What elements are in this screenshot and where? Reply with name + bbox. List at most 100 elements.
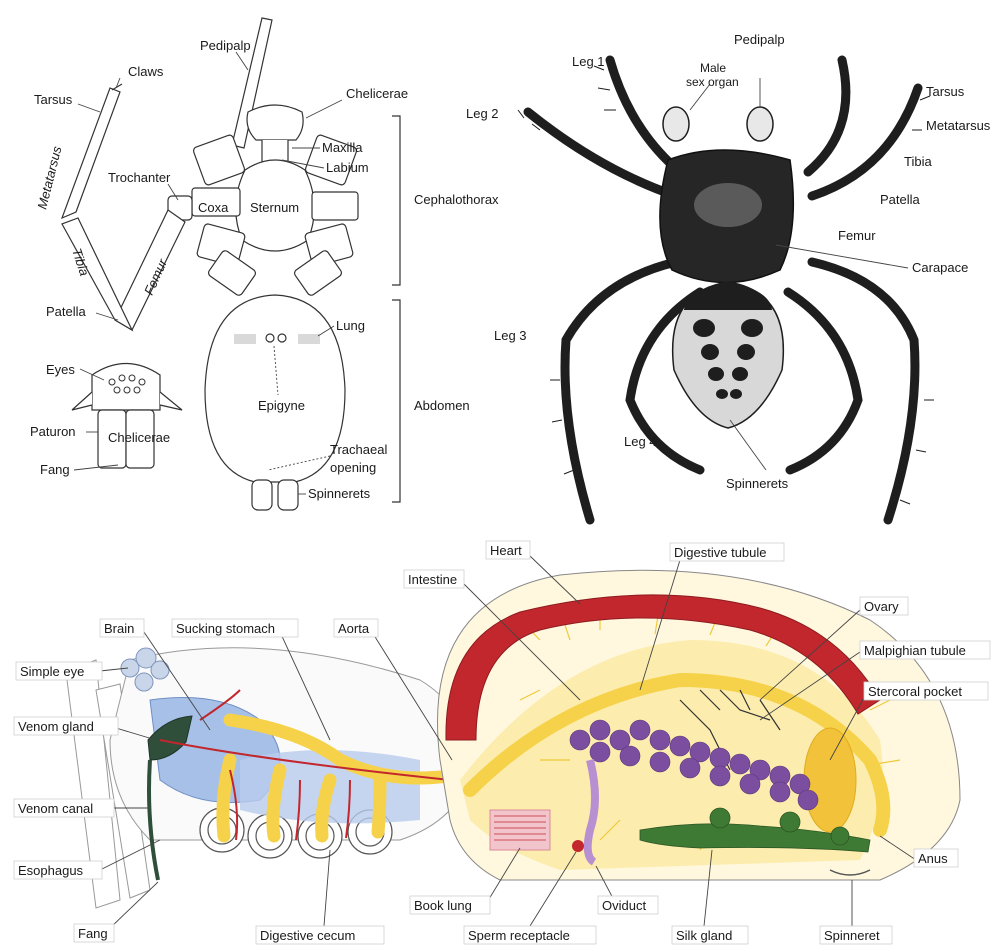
label-paturon: Paturon — [30, 424, 76, 439]
label-trachaeal-2: opening — [330, 460, 376, 475]
dlabel-leg1: Leg 1 — [572, 54, 605, 69]
svg-text:Book lung: Book lung — [414, 898, 472, 913]
metatarsus-shape — [62, 88, 120, 218]
ventral-view: Pedipalp Claws Tarsus Metatarsus Chelice… — [30, 18, 499, 510]
lung-right — [298, 334, 320, 344]
ileader-digestive-cecum — [324, 850, 330, 926]
lung-left — [234, 334, 256, 344]
label-heart: Heart — [486, 541, 530, 559]
dorsal-view: Leg 1 Leg 2 Leg 3 Leg 4 Pedipalp Male se… — [466, 32, 991, 520]
label-intestine: Intestine — [404, 570, 464, 588]
svg-text:Malpighian tubule: Malpighian tubule — [864, 643, 966, 658]
label-patella: Patella — [46, 304, 87, 319]
svg-text:Brain: Brain — [104, 621, 134, 636]
svg-text:Ovary: Ovary — [864, 599, 899, 614]
svg-text:Spinneret: Spinneret — [824, 928, 880, 943]
svg-text:Digestive cecum: Digestive cecum — [260, 928, 355, 943]
male-sex-organ-right — [747, 107, 773, 141]
label-lung: Lung — [336, 318, 365, 333]
svg-text:Fang: Fang — [78, 926, 108, 941]
label-oviduct: Oviduct — [598, 896, 658, 914]
sperm-receptacle-shape — [572, 840, 584, 852]
leader-tarsus — [78, 104, 100, 112]
carapace-highlight — [694, 183, 762, 227]
label-metatarsus: Metatarsus — [34, 144, 64, 211]
chelicerae-shape — [247, 105, 303, 140]
label-cephalothorax: Cephalothorax — [414, 192, 499, 207]
leader-chelicerae — [306, 100, 342, 118]
label-brain: Brain — [100, 619, 144, 637]
label-abdomen: Abdomen — [414, 398, 470, 413]
label-chelicerae-front: Chelicerae — [108, 430, 170, 445]
label-book-lung: Book lung — [410, 896, 490, 914]
dlabel-leg4: Leg 4 — [624, 434, 657, 449]
cephalothorax-bracket — [392, 116, 400, 285]
dlabel-male-2: sex organ — [686, 75, 739, 89]
label-tarsus: Tarsus — [34, 92, 73, 107]
dlabel-metatarsus: Metatarsus — [926, 118, 991, 133]
svg-text:Venom gland: Venom gland — [18, 719, 94, 734]
label-silk-gland: Silk gland — [672, 926, 748, 944]
label-spinneret: Spinneret — [820, 926, 892, 944]
label-fang: Fang — [74, 924, 114, 942]
label-trachaeal-1: Trachaeal — [330, 442, 387, 457]
svg-text:Sperm receptacle: Sperm receptacle — [468, 928, 570, 943]
label-pedipalp: Pedipalp — [200, 38, 251, 53]
label-anus: Anus — [914, 849, 958, 867]
label-chelicerae: Chelicerae — [346, 86, 408, 101]
label-stercoral-pocket: Stercoral pocket — [864, 682, 988, 700]
spinneret-left — [252, 480, 272, 510]
svg-text:Sucking stomach: Sucking stomach — [176, 621, 275, 636]
label-sucking-stomach: Sucking stomach — [172, 619, 298, 637]
label-maxilla: Maxilla — [322, 140, 363, 155]
label-esophagus: Esophagus — [14, 861, 102, 879]
paturon-right — [160, 392, 182, 410]
dleader-spinnerets — [730, 420, 766, 470]
spinneret-right — [278, 480, 298, 510]
svg-text:Oviduct: Oviduct — [602, 898, 646, 913]
dlabel-pedipalp: Pedipalp — [734, 32, 785, 47]
male-sex-organ-left — [663, 107, 689, 141]
label-epigyne: Epigyne — [258, 398, 305, 413]
dlabel-patella: Patella — [880, 192, 921, 207]
label-spinnerets: Spinnerets — [308, 486, 371, 501]
labium-shape — [262, 140, 288, 162]
svg-text:Stercoral pocket: Stercoral pocket — [868, 684, 962, 699]
dlabel-leg3: Leg 3 — [494, 328, 527, 343]
internal-anatomy: Heart Digestive tubule Intestine Ovary M… — [14, 541, 990, 944]
label-venom-canal: Venom canal — [14, 799, 114, 817]
dleader-carapace — [776, 245, 908, 268]
abdomen-shape — [205, 295, 345, 482]
svg-text:Digestive tubule: Digestive tubule — [674, 545, 767, 560]
dlabel-tarsus: Tarsus — [926, 84, 965, 99]
label-labium: Labium — [326, 160, 369, 175]
coxa-right-2 — [312, 192, 358, 220]
label-aorta: Aorta — [334, 619, 378, 637]
dlabel-spinnerets: Spinnerets — [726, 476, 789, 491]
svg-text:Anus: Anus — [918, 851, 948, 866]
label-coxa: Coxa — [198, 200, 229, 215]
dlabel-tibia: Tibia — [904, 154, 932, 169]
dlabel-male-1: Male — [700, 61, 726, 75]
svg-text:Simple eye: Simple eye — [20, 664, 84, 679]
label-trochanter: Trochanter — [108, 170, 171, 185]
book-lung-shape — [490, 810, 550, 850]
label-sternum: Sternum — [250, 200, 299, 215]
label-claws: Claws — [128, 64, 164, 79]
svg-text:Venom canal: Venom canal — [18, 801, 93, 816]
svg-text:Heart: Heart — [490, 543, 522, 558]
label-malpighian-tubule: Malpighian tubule — [860, 641, 990, 659]
label-ovary: Ovary — [860, 597, 908, 615]
paturon-shape — [72, 392, 92, 410]
label-sperm-receptacle: Sperm receptacle — [464, 926, 596, 944]
label-simple-eye: Simple eye — [16, 662, 102, 680]
stercoral-pocket-shape — [804, 728, 856, 832]
dlabel-leg2: Leg 2 — [466, 106, 499, 121]
label-venom-gland: Venom gland — [14, 717, 118, 735]
svg-text:Esophagus: Esophagus — [18, 863, 84, 878]
dlabel-carapace: Carapace — [912, 260, 968, 275]
label-fang: Fang — [40, 462, 70, 477]
svg-text:Aorta: Aorta — [338, 621, 370, 636]
abdomen-bracket — [392, 300, 400, 502]
